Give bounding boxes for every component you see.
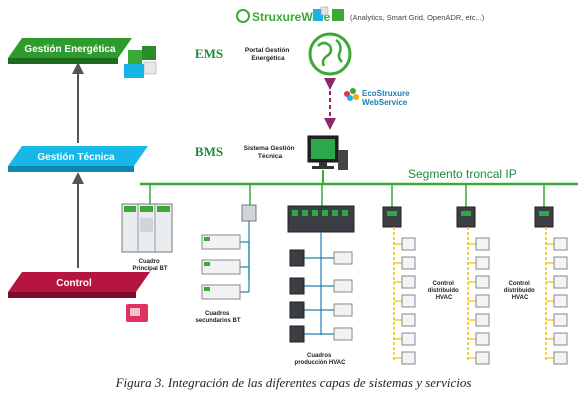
group-produccion-line2: producción HVAC (295, 360, 347, 366)
group-hvac1-label: Control distribuido HVAC (428, 281, 461, 301)
layer-technical-label: Gestión Técnica (37, 152, 115, 163)
group-hvac1-line2: distribuido (428, 288, 459, 294)
group-principal-line1: Cuadro (139, 259, 160, 265)
hvac-controller-display (461, 211, 471, 216)
hvac-field-device (475, 332, 490, 346)
control-device-icon (126, 304, 148, 322)
struxureware-logo: StruxureWare (236, 6, 344, 24)
hvac-field-device (553, 237, 568, 251)
hvac-production-controllers (287, 205, 355, 343)
hvac-controller-display (539, 211, 549, 216)
group-hvac2-line2: distribuido (504, 288, 535, 294)
hvac-field-device (475, 275, 490, 289)
webservice-label: EcoStruxure WebService (362, 89, 412, 107)
hvac-field-device (553, 351, 568, 365)
hvac-field-device (401, 294, 416, 308)
portal-label: Portal Gestión Energética (245, 47, 291, 62)
ecostruxure-logo (344, 88, 359, 101)
bms-system-line2: Técnica (258, 153, 283, 160)
hvac-controller-display (387, 211, 397, 216)
group-secundarios-label: Cuadros secundarios BT (195, 311, 240, 324)
hvac-field-device (401, 332, 416, 346)
tier-bms-label: BMS (195, 144, 223, 159)
energy-boxes-icon (124, 46, 157, 78)
bms-system-line1: Sistema Gestión (244, 145, 295, 152)
brand-tagline: (Analytics, Smart Grid, OpenADR, etc...) (350, 13, 485, 22)
hvac-field-device (401, 313, 416, 327)
tier-ems-label: EMS (195, 46, 223, 61)
backbone-drops (149, 184, 545, 207)
hvac-controller (382, 206, 402, 228)
group-produccion-label: Cuadros producción HVAC (295, 353, 347, 366)
hvac-field-device (553, 275, 568, 289)
group-hvac1-line1: Control (433, 281, 455, 287)
webservice-line2: WebService (362, 98, 408, 107)
hvac-field-device (553, 313, 568, 327)
hvac-field-device (475, 237, 490, 251)
hvac-field-device (401, 351, 416, 365)
brand-name: StruxureWare (252, 10, 331, 24)
hvac-field-device (475, 351, 490, 365)
layer-energy-label: Gestión Energética (24, 44, 116, 55)
backbone-label: Segmento troncal IP (408, 167, 517, 181)
hvac-field-device (553, 256, 568, 270)
hvac-controller (534, 206, 554, 228)
group-produccion-line1: Cuadros (307, 353, 332, 359)
webservice-line1: EcoStruxure (362, 89, 410, 98)
layer-energy: Gestión Energética (8, 38, 132, 64)
secondary-switchboards (201, 204, 257, 300)
group-hvac2-line3: HVAC (512, 295, 529, 301)
hvac-distributed-columns (382, 206, 568, 365)
portal-label-line1: Portal Gestión (245, 47, 289, 54)
group-hvac2-label: Control distribuido HVAC (504, 281, 537, 301)
hvac-controller (456, 206, 476, 228)
hvac-field-device (553, 332, 568, 346)
group-principal-line2: Principal BT (132, 266, 167, 272)
hvac-field-device (401, 275, 416, 289)
hvac-field-device (401, 237, 416, 251)
hvac-field-device (553, 294, 568, 308)
figure-caption: Figura 3. Integración de las diferentes … (115, 375, 472, 390)
bms-system-label: Sistema Gestión Técnica (244, 145, 297, 160)
computer-icon (307, 135, 348, 170)
group-principal-label: Cuadro Principal BT (132, 259, 167, 272)
globe-icon (308, 32, 352, 76)
portal-label-line2: Energética (251, 55, 285, 62)
main-switchboard-icon (121, 203, 173, 253)
group-secundarios-line1: Cuadros (205, 311, 230, 317)
group-hvac2-line1: Control (509, 281, 531, 287)
layer-technical: Gestión Técnica (8, 146, 148, 172)
layer-control-label: Control (56, 278, 92, 289)
group-hvac1-line3: HVAC (436, 295, 453, 301)
hvac-field-device (475, 256, 490, 270)
layer-control: Control (8, 272, 150, 298)
hvac-field-device (475, 313, 490, 327)
hvac-field-device (401, 256, 416, 270)
hvac-field-device (475, 294, 490, 308)
group-secundarios-line2: secundarios BT (195, 318, 240, 324)
